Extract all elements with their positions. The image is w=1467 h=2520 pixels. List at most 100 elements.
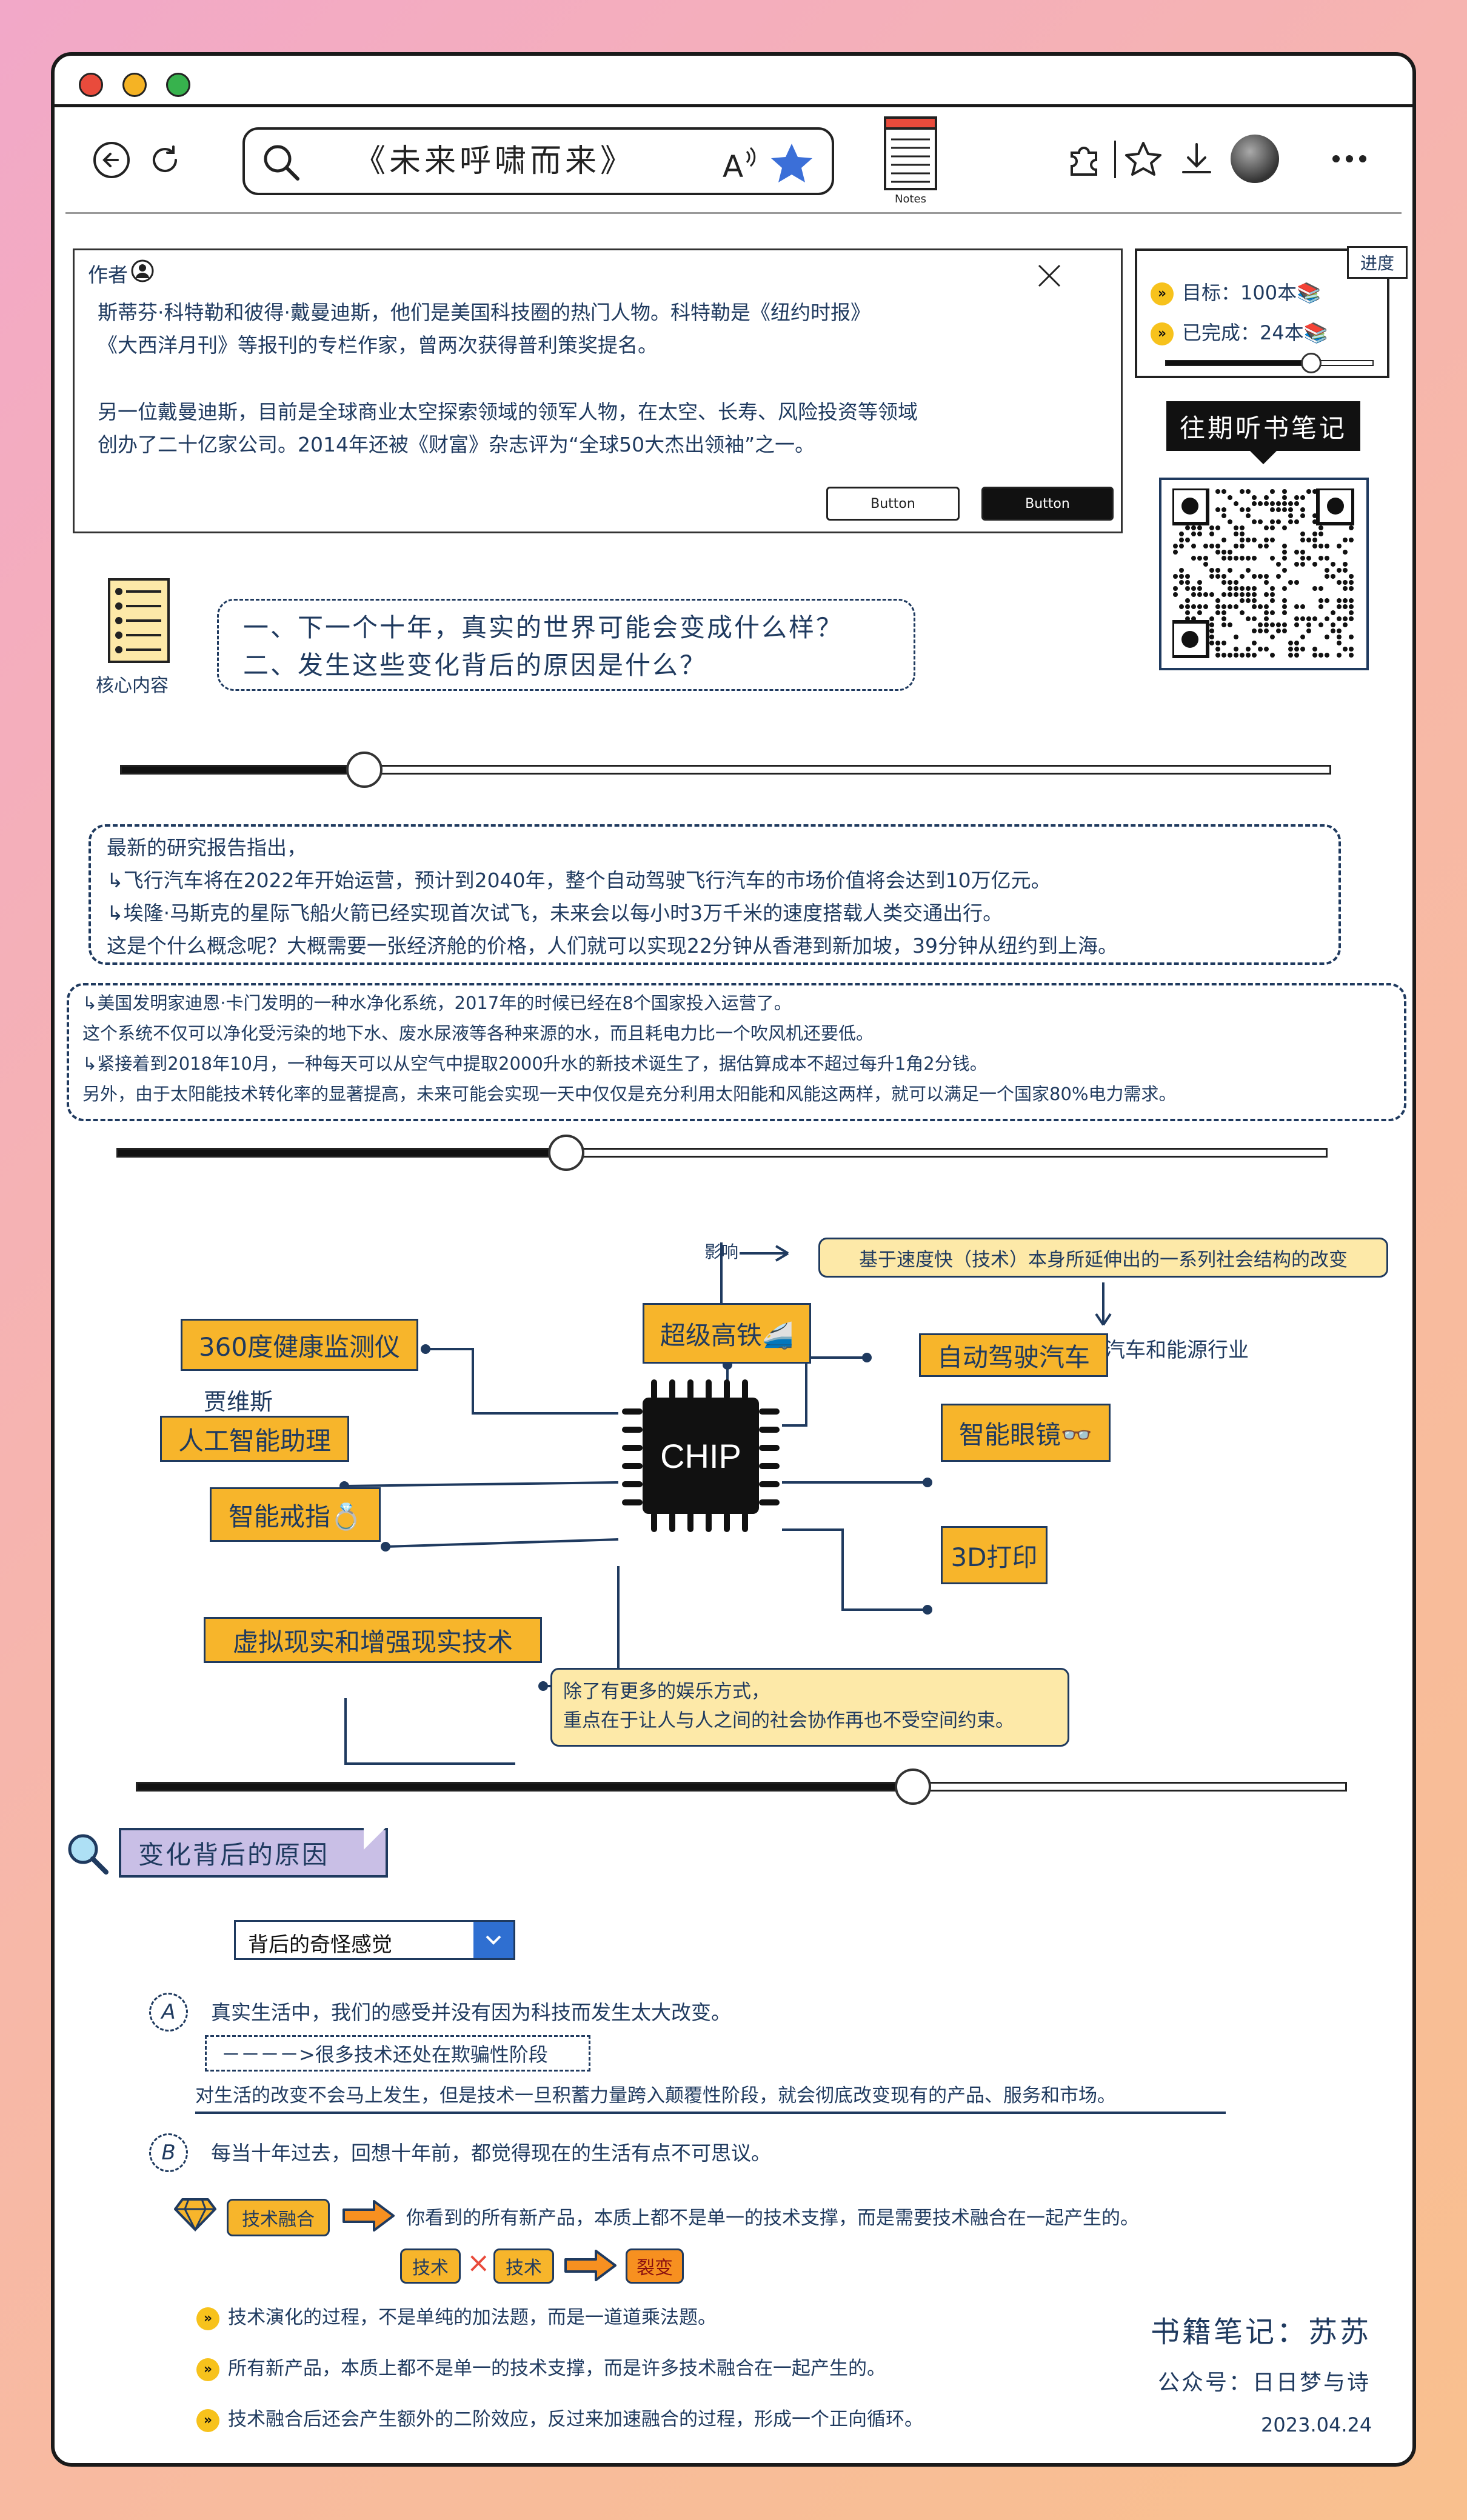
timeline-slider-2-knob[interactable] xyxy=(548,1135,585,1171)
qr-module xyxy=(1349,598,1354,603)
qr-module xyxy=(1349,586,1354,591)
qr-module xyxy=(1270,507,1275,512)
qr-module xyxy=(1240,489,1245,494)
qr-module xyxy=(1197,586,1202,591)
qr-module xyxy=(1173,544,1178,548)
mm-hyperloop[interactable]: 超级高铁🚄 xyxy=(643,1303,811,1364)
primary-button[interactable]: Button xyxy=(981,487,1114,521)
qr-module xyxy=(1258,628,1263,633)
fission-tag: 裂变 xyxy=(626,2248,684,2284)
favorites-icon[interactable] xyxy=(1121,137,1165,181)
qr-module xyxy=(1191,592,1196,597)
qr-module xyxy=(1221,580,1226,585)
reasons-title-fold xyxy=(364,1828,386,1850)
qr-module xyxy=(1173,586,1178,591)
chevron-bullet-icon: » xyxy=(1151,282,1174,305)
progress-bar-knob[interactable] xyxy=(1301,353,1322,373)
qr-module xyxy=(1228,622,1232,627)
mm-self-driving[interactable]: 自动驾驶汽车 xyxy=(919,1333,1108,1377)
research-line-1: 最新的研究报告指出， xyxy=(107,836,307,859)
timeline-slider-3[interactable] xyxy=(136,1768,1347,1805)
qr-module xyxy=(1282,622,1287,627)
qr-module xyxy=(1221,538,1226,542)
qr-module xyxy=(1228,550,1232,555)
qr-module xyxy=(1246,653,1251,658)
qr-module xyxy=(1343,538,1348,542)
qr-module xyxy=(1349,538,1354,542)
qr-module xyxy=(1294,653,1299,658)
back-icon[interactable] xyxy=(90,138,133,182)
qr-module xyxy=(1209,622,1214,627)
mm-3d-printing[interactable]: 3D打印 xyxy=(941,1526,1048,1584)
more-menu-icon[interactable] xyxy=(1328,141,1371,177)
qr-module xyxy=(1234,532,1238,536)
qr-module xyxy=(1264,628,1269,633)
reasons-title-box: 变化背后的原因 xyxy=(119,1828,388,1878)
magnifier-icon xyxy=(63,1829,112,1878)
qr-module xyxy=(1197,580,1202,585)
qr-module xyxy=(1203,604,1208,609)
avatar[interactable] xyxy=(1231,135,1279,183)
core-label: 核心内容 xyxy=(96,675,169,696)
extensions-icon[interactable] xyxy=(1063,137,1107,181)
close-dot[interactable] xyxy=(79,73,103,97)
reload-icon[interactable] xyxy=(143,138,187,182)
qr-module xyxy=(1312,562,1317,567)
qr-module xyxy=(1234,592,1238,597)
chevron-down-icon[interactable] xyxy=(473,1922,513,1958)
search-text[interactable]: 《未来呼啸而来》 xyxy=(354,143,636,179)
favorite-star-icon[interactable] xyxy=(767,139,816,188)
qr-module xyxy=(1325,635,1329,639)
timeline-slider-1[interactable] xyxy=(120,752,1331,788)
qr-code[interactable] xyxy=(1159,478,1369,670)
qr-module xyxy=(1197,556,1202,561)
qr-module xyxy=(1258,544,1263,548)
progress-bar[interactable] xyxy=(1165,353,1374,373)
secondary-button[interactable]: Button xyxy=(826,487,960,521)
progress-done: »已完成：24本📚 xyxy=(1151,318,1328,348)
notes-banner[interactable]: 往期听书笔记 xyxy=(1166,401,1360,451)
address-bar[interactable]: 《未来呼啸而来》 A xyxy=(242,127,834,195)
reason-select[interactable]: 背后的奇怪感觉 xyxy=(234,1920,515,1960)
notes-label: Notes xyxy=(895,193,926,205)
minimize-dot[interactable] xyxy=(122,73,147,97)
mm-smart-glasses[interactable]: 智能眼镜👓 xyxy=(941,1404,1111,1462)
read-aloud-icon[interactable]: A xyxy=(718,142,760,184)
qr-module xyxy=(1246,568,1251,573)
qr-module xyxy=(1270,525,1275,530)
qr-module xyxy=(1252,501,1257,506)
close-icon[interactable] xyxy=(1032,259,1066,293)
qr-module xyxy=(1264,622,1269,627)
qr-module xyxy=(1215,641,1220,645)
notes-banner-pointer xyxy=(1249,450,1278,464)
timeline-slider-1-knob[interactable] xyxy=(346,752,383,788)
qr-module xyxy=(1294,641,1299,645)
qr-module xyxy=(1331,562,1335,567)
qr-module xyxy=(1276,519,1281,524)
qr-module xyxy=(1179,544,1184,548)
mm-ai-assistant[interactable]: 人工智能助理 xyxy=(160,1416,349,1462)
download-icon[interactable] xyxy=(1175,137,1218,181)
qr-module xyxy=(1325,568,1329,573)
qr-module xyxy=(1282,501,1287,506)
qr-module xyxy=(1349,580,1354,585)
qr-module xyxy=(1246,556,1251,561)
timeline-slider-2[interactable] xyxy=(116,1135,1328,1171)
progress-bar-fill xyxy=(1166,361,1312,365)
maximize-dot[interactable] xyxy=(166,73,190,97)
reasons-title: 变化背后的原因 xyxy=(138,1839,330,1870)
mm-smart-ring[interactable]: 智能戒指💍 xyxy=(210,1487,381,1542)
qr-finder-center xyxy=(1181,631,1198,648)
qr-module xyxy=(1343,586,1348,591)
qr-module xyxy=(1300,507,1305,512)
mm-vr-ar[interactable]: 虚拟现实和增强现实技术 xyxy=(204,1617,542,1663)
qr-module xyxy=(1294,562,1299,567)
qr-module xyxy=(1246,592,1251,597)
author-para2-line1: 另一位戴曼迪斯，目前是全球商业太空探索领域的领军人物，在太空、长寿、风险投资等领… xyxy=(98,400,918,424)
mm-health-monitor[interactable]: 360度健康监测仪 xyxy=(181,1319,418,1371)
qr-module xyxy=(1240,586,1245,591)
qr-module xyxy=(1282,610,1287,615)
section-a-underline xyxy=(195,2112,1226,2114)
timeline-slider-3-knob[interactable] xyxy=(894,1768,931,1805)
notes-icon[interactable]: Notes xyxy=(881,114,940,205)
